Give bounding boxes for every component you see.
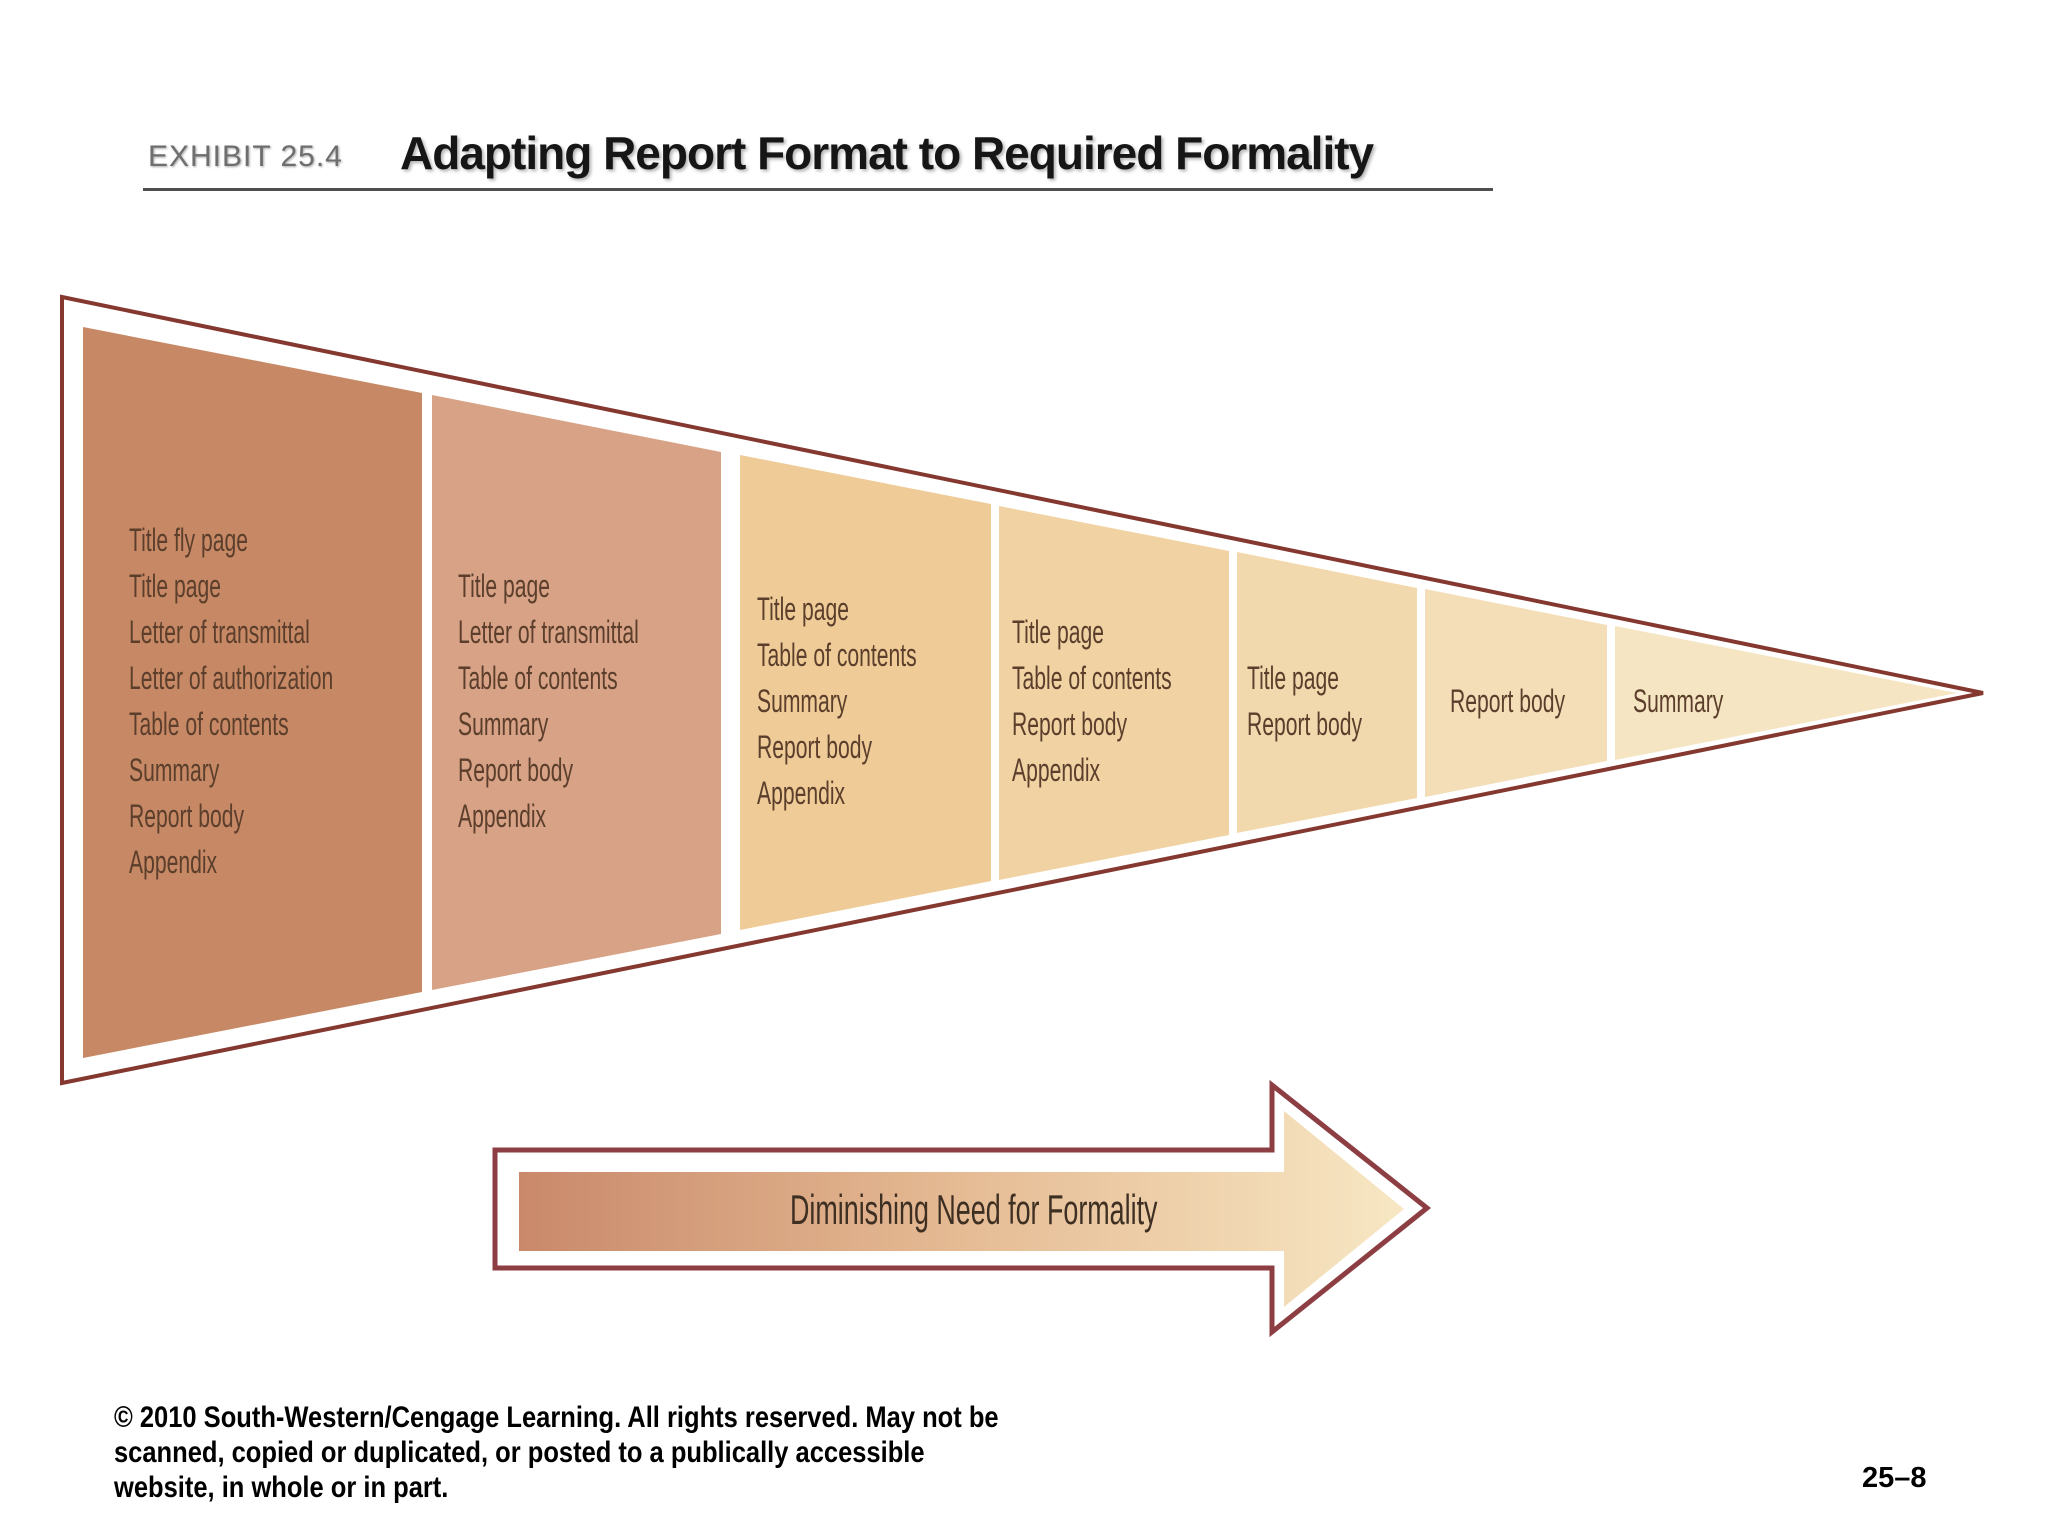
list-line: Letter of transmittal xyxy=(458,614,639,650)
list-line: Report body xyxy=(1450,683,1566,719)
segment-list-6: Report body xyxy=(1450,678,1565,724)
list-line: Report body xyxy=(1012,706,1128,742)
page-title: Adapting Report Format to Required Forma… xyxy=(400,127,1374,179)
pennant-segment-1 xyxy=(83,327,422,1058)
list-line: Title page xyxy=(129,568,221,604)
pennant-segment-5 xyxy=(1237,552,1417,833)
list-line: Table of contents xyxy=(1012,660,1172,696)
pennant-segment-7 xyxy=(1615,626,1957,760)
list-line: Summary xyxy=(458,706,549,742)
list-line: scanned, copied or duplicated, or posted… xyxy=(114,1436,925,1469)
segment-list-7: Summary xyxy=(1633,678,1723,724)
exhibit-label: EXHIBIT 25.4 xyxy=(148,140,343,173)
list-line: Appendix xyxy=(458,798,547,834)
list-line: Appendix xyxy=(129,844,218,880)
list-line: Appendix xyxy=(1012,752,1101,788)
list-line: Letter of authorization xyxy=(129,660,334,696)
list-line: Summary xyxy=(757,683,848,719)
list-line: Report body xyxy=(458,752,574,788)
pennant-segment-4 xyxy=(999,506,1229,880)
list-line: © 2010 South-Western/Cengage Learning. A… xyxy=(114,1401,999,1434)
list-line: Summary xyxy=(1633,683,1724,719)
pennant-segment-2 xyxy=(432,395,721,990)
arrow-gradient-body xyxy=(519,1111,1404,1307)
list-line: Title page xyxy=(458,568,550,604)
list-line: Summary xyxy=(129,752,220,788)
arrow-label: Diminishing Need for Formality xyxy=(790,1186,1158,1233)
page-number: 25–8 xyxy=(1862,1462,1927,1494)
list-line: Title fly page xyxy=(129,522,248,558)
list-line: Table of contents xyxy=(129,706,289,742)
list-line: Report body xyxy=(1247,706,1363,742)
list-line: Report body xyxy=(757,729,873,765)
list-line: Report body xyxy=(129,798,245,834)
list-line: Table of contents xyxy=(757,637,917,673)
list-line: Title page xyxy=(757,591,849,627)
list-line: Letter of transmittal xyxy=(129,614,310,650)
list-line: Title page xyxy=(1247,660,1339,696)
title-underline xyxy=(143,188,1493,191)
list-line: Appendix xyxy=(757,775,846,811)
pennant-segment-6 xyxy=(1425,589,1607,797)
pennant-segment-3 xyxy=(740,455,991,930)
copyright-notice: © 2010 South-Western/Cengage Learning. A… xyxy=(114,1400,999,1505)
list-line: Title page xyxy=(1012,614,1104,650)
list-line: Table of contents xyxy=(458,660,618,696)
list-line: website, in whole or in part. xyxy=(114,1471,449,1504)
